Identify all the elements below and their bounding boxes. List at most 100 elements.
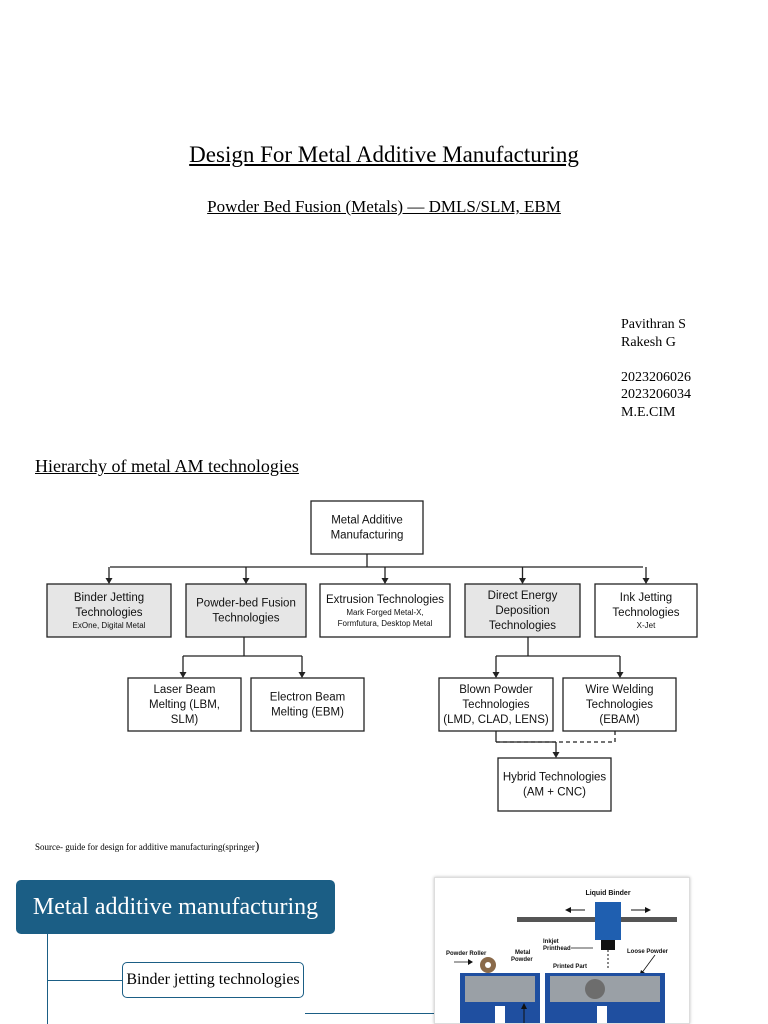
supply-powder: [465, 976, 535, 1002]
mindmap-branch-line: [47, 980, 122, 981]
label-printhead: Printhead: [543, 946, 571, 952]
diagram-pbf-child-box-label: Melting (EBM): [271, 707, 344, 719]
connector-arrowhead: [105, 578, 113, 584]
diagram-connectors: [105, 554, 650, 758]
diagram-root-label: Manufacturing: [331, 530, 404, 542]
connector-arrowhead: [552, 752, 560, 758]
label-inkjet: Inkjet: [543, 939, 559, 945]
connector-arrowhead: [179, 672, 187, 678]
diagram-level1-box-sublabel: Formfutura, Desktop Metal: [338, 619, 433, 628]
diagram-root-label: Metal Additive: [331, 515, 403, 527]
roller-hub: [485, 962, 491, 968]
diagram-ded-child-box-label: Blown Powder: [459, 684, 533, 696]
diagram-ded-child-box-label: Technologies: [586, 699, 653, 711]
roller-arrow-head: [468, 959, 473, 965]
program-name: M.E.CIM: [621, 404, 676, 420]
author-id: 2023206026: [621, 369, 691, 385]
diagram-level1-box-label: Direct Energy: [488, 590, 558, 602]
diagram-level1-box-label: Deposition: [495, 605, 549, 617]
diagram-level1-box-label: Technologies: [612, 607, 679, 619]
diagram-level1-box-rect: [319, 583, 451, 638]
diagram-pbf-child-box-label: Electron Beam: [270, 692, 345, 704]
diagram-level1-box-label: Technologies: [75, 607, 142, 619]
diagram-hybrid-box: Hybrid Technologies (AM + CNC): [497, 757, 612, 812]
diagram-hybrid-box-label: Hybrid Technologies: [503, 772, 607, 784]
hierarchy-heading: Hierarchy of metal AM technologies: [35, 456, 299, 476]
connector-arrowhead: [642, 578, 650, 584]
label-powder-roller: Powder Roller: [446, 951, 487, 957]
binder-jetting-figure: Liquid Binder Inkjet Printhead Powder Ro…: [434, 877, 690, 1024]
label-powder: Powder: [511, 957, 533, 963]
diagram-level1-box-rect: [185, 583, 307, 638]
author-id: 2023206034: [621, 387, 691, 402]
diagram-level1-box-rect: [594, 583, 698, 638]
diagram-level1-box-rect: [464, 583, 581, 638]
connector-arrowhead: [381, 578, 389, 584]
mindmap-root-box: Metal additive manufacturing: [16, 880, 335, 934]
diagram-pbf-child-box-label: Laser Beam: [153, 684, 215, 696]
diagram-level1-box-rect: [46, 583, 172, 638]
diagram-level1-box-label: Ink Jetting: [620, 592, 672, 604]
build-piston: [597, 1006, 607, 1023]
mindmap-vertical-line: [47, 934, 48, 1024]
document-subtitle: Powder Bed Fusion (Metals) — DMLS/SLM, E…: [207, 197, 561, 216]
arrow-right-head: [645, 907, 651, 913]
diagram-level1-box-sublabel: ExOne, Digital Metal: [73, 621, 146, 630]
diagram-ded-child-box-label: Wire Welding: [585, 684, 653, 696]
diagram-ded-child-box-label: (LMD, CLAD, LENS): [443, 714, 549, 726]
diagram-ded-child-box-label: (EBAM): [599, 714, 639, 726]
label-liquid-binder: Liquid Binder: [585, 890, 630, 897]
mindmap-child-box: Binder jetting technologies: [122, 962, 304, 998]
diagram-ded-child-box-rect: [562, 677, 677, 732]
document-title: Design For Metal Additive Manufacturing: [189, 142, 579, 167]
mindmap-child-label: Binder jetting technologies: [126, 971, 300, 988]
author-name: Rakesh G: [621, 334, 676, 350]
diagram-level1-box-sublabel: Mark Forged Metal-X,: [346, 608, 423, 617]
printhead-nozzle: [601, 940, 615, 950]
diagram-level1-box-sublabel: X-Jet: [637, 621, 656, 630]
label-printed-part: Printed Part: [553, 964, 587, 970]
diagram-ded-child-box-label: Technologies: [462, 699, 529, 711]
diagram-level1-box-label: Powder-bed Fusion: [196, 598, 296, 610]
diagram-level1-box-label: Technologies: [212, 613, 279, 625]
diagram-ded-child-box-rect: [438, 677, 554, 732]
diagram-pbf-child-box-label: SLM): [171, 714, 199, 726]
diagram-pbf-child-box-rect: [127, 677, 242, 732]
diagram-level1-box-label: Technologies: [489, 620, 556, 632]
label-loose-powder: Loose Powder: [627, 949, 669, 955]
diagram-hybrid-box-rect: [497, 757, 612, 812]
connector-arrowhead: [616, 672, 624, 678]
author-name: Pavithran S: [621, 317, 686, 332]
mindmap-figure-connector: [305, 1013, 440, 1014]
printhead-body: [595, 902, 621, 940]
binder-jetting-illustration: Liquid Binder Inkjet Printhead Powder Ro…: [446, 890, 677, 1023]
connector-arrowhead: [242, 578, 250, 584]
source-citation: Source- guide for design for additive ma…: [35, 838, 259, 854]
mindmap-root-label: Metal additive manufacturing: [32, 893, 319, 920]
diagram-hybrid-box-label: (AM + CNC): [523, 787, 586, 799]
author-block: Pavithran S Rakesh G 2023206026 20232060…: [621, 316, 691, 421]
diagram-pbf-child-box-rect: [250, 677, 365, 732]
label-metal: Metal: [515, 950, 531, 956]
supply-piston: [495, 1006, 505, 1023]
diagram-pbf-child-box-label: Melting (LBM,: [149, 699, 220, 711]
diagram-level1-box-label: Binder Jetting: [74, 592, 144, 604]
source-paren: ): [254, 838, 260, 853]
piston-arrow-head: [521, 1003, 527, 1009]
diagram-root-rect: [310, 500, 424, 555]
diagram-level1-box-label: Extrusion Technologies: [326, 594, 444, 606]
loose-powder-pointer: [640, 954, 656, 975]
connector-arrowhead: [298, 672, 306, 678]
printed-part-shape: [585, 979, 605, 999]
